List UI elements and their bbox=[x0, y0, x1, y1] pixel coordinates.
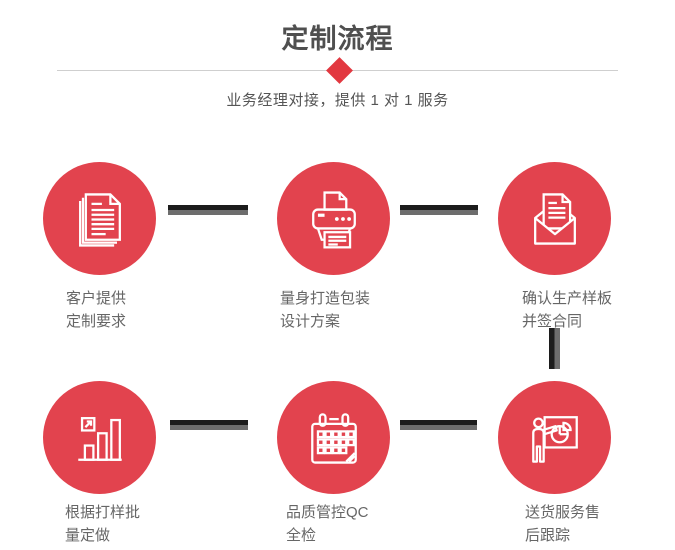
page-title: 定制流程 bbox=[281, 24, 394, 54]
printer-icon bbox=[300, 185, 368, 253]
step-label-3: 确认生产样板 并签合同 bbox=[522, 287, 612, 333]
connector-step4-step5 bbox=[170, 420, 248, 430]
step-label-6: 送货服务售 后跟踪 bbox=[525, 501, 600, 547]
step-circle-6 bbox=[498, 381, 611, 494]
documents-icon bbox=[66, 185, 134, 253]
step-circle-4 bbox=[43, 381, 156, 494]
step-label-4-line2: 量定做 bbox=[65, 527, 111, 544]
step-circle-1 bbox=[43, 162, 156, 275]
step-circle-3 bbox=[498, 162, 611, 275]
step-label-3-line2: 并签合同 bbox=[522, 313, 583, 330]
envelope-icon bbox=[521, 185, 589, 253]
step-label-1: 客户提供 定制要求 bbox=[66, 287, 126, 333]
step-label-5-line1: 品质管控QC bbox=[286, 504, 369, 521]
step-label-5: 品质管控QC 全检 bbox=[286, 501, 369, 547]
step-label-6-line1: 送货服务售 bbox=[525, 504, 601, 521]
step-label-3-line1: 确认生产样板 bbox=[522, 290, 613, 307]
presentation-icon bbox=[521, 404, 589, 472]
bar-chart-icon bbox=[66, 404, 134, 472]
step-circle-2 bbox=[277, 162, 390, 275]
step-label-1-line1: 客户提供 bbox=[66, 290, 127, 307]
step-label-5-line2: 全检 bbox=[286, 527, 317, 544]
step-label-2-line2: 设计方案 bbox=[280, 313, 341, 330]
step-label-1-line2: 定制要求 bbox=[66, 313, 127, 330]
step-label-6-line2: 后跟踪 bbox=[525, 527, 571, 544]
connector-step2-step3 bbox=[400, 205, 478, 215]
step-label-4: 根据打样批 量定做 bbox=[65, 501, 140, 547]
connector-step3-step6 bbox=[549, 328, 560, 369]
page-subtitle: 业务经理对接，提供 1 对 1 服务 bbox=[226, 92, 449, 109]
connector-step5-step6 bbox=[400, 420, 477, 430]
step-circle-5 bbox=[277, 381, 390, 494]
calendar-icon bbox=[300, 404, 368, 472]
step-label-4-line1: 根据打样批 bbox=[65, 504, 141, 521]
diamond-marker bbox=[326, 57, 353, 84]
step-label-2-line1: 量身打造包装 bbox=[280, 290, 371, 307]
connector-step1-step2 bbox=[168, 205, 248, 215]
step-label-2: 量身打造包装 设计方案 bbox=[280, 287, 370, 333]
